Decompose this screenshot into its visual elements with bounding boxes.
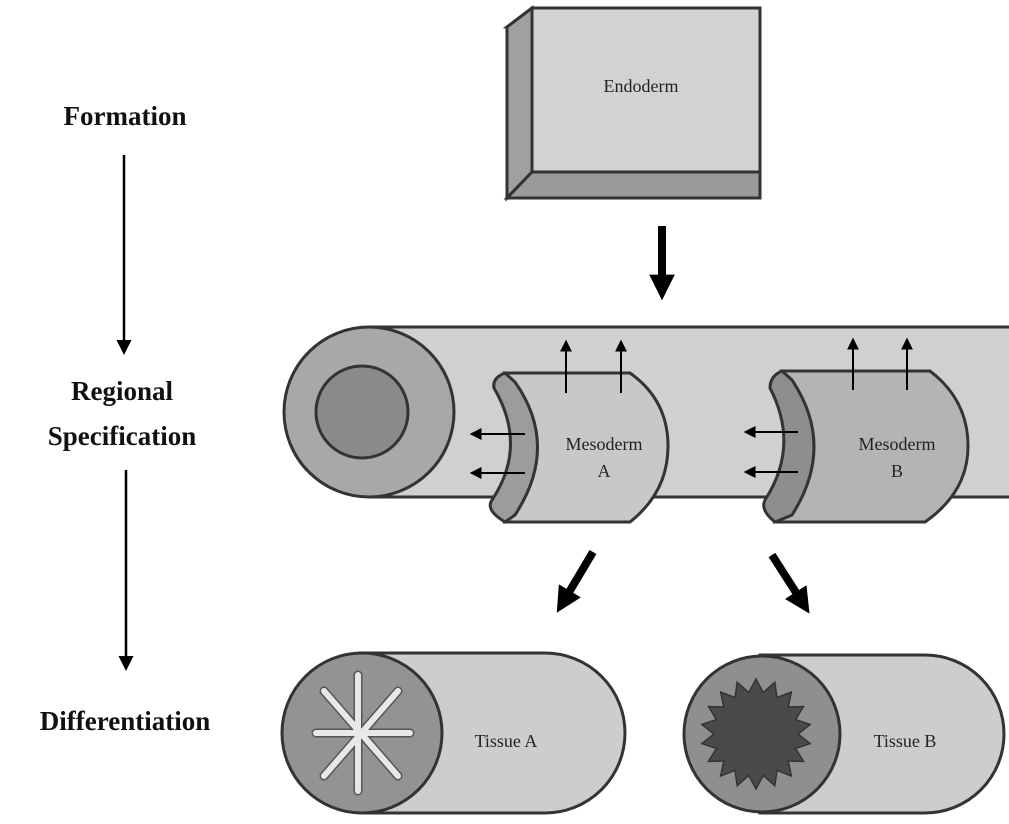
stage-differentiation-label: Differentiation xyxy=(40,706,210,736)
tissue-b: Tissue B xyxy=(682,653,1006,815)
mesoderm-a-label-line1: Mesoderm xyxy=(566,434,643,454)
stage-labels: Formation Regional Specification Differe… xyxy=(40,101,210,736)
tissue-b-spiky-lumen xyxy=(700,677,812,791)
arrow-mesoderm-a-to-tissue-a xyxy=(556,549,597,613)
endoderm-block: Endoderm xyxy=(502,4,762,202)
mesoderm-b-label-line2: B xyxy=(891,461,903,481)
mesoderm-a-crescent xyxy=(488,371,539,524)
timeline-arrows xyxy=(116,155,134,671)
stage-regional-label-line1: Regional xyxy=(71,376,174,406)
endoderm-bottom-face xyxy=(503,170,762,200)
stage-regional-label-line2: Specification xyxy=(48,421,197,451)
stage-formation-label: Formation xyxy=(64,101,187,131)
endoderm-side-face xyxy=(505,4,534,202)
mesoderm-a: Mesoderm A xyxy=(488,371,670,524)
mesoderm-b: Mesoderm B xyxy=(762,369,970,524)
tissue-a-label: Tissue A xyxy=(475,731,538,751)
mesoderm-b-crescent xyxy=(762,369,816,524)
tissue-b-label: Tissue B xyxy=(874,731,937,751)
tissue-a-star-fill xyxy=(313,672,413,794)
signaling-arrows xyxy=(469,337,913,479)
mesoderm-b-label-line1: Mesoderm xyxy=(859,434,936,454)
mesoderm-a-label-line2: A xyxy=(598,461,611,481)
gut-tube: Mesoderm A Mesoderm B xyxy=(282,325,1009,524)
endoderm-label: Endoderm xyxy=(604,76,679,96)
tissue-a: Tissue A xyxy=(280,651,627,815)
gut-tube-lumen xyxy=(314,364,410,460)
endoderm-front-face xyxy=(530,6,762,174)
arrow-mesoderm-b-to-tissue-b xyxy=(768,552,810,614)
